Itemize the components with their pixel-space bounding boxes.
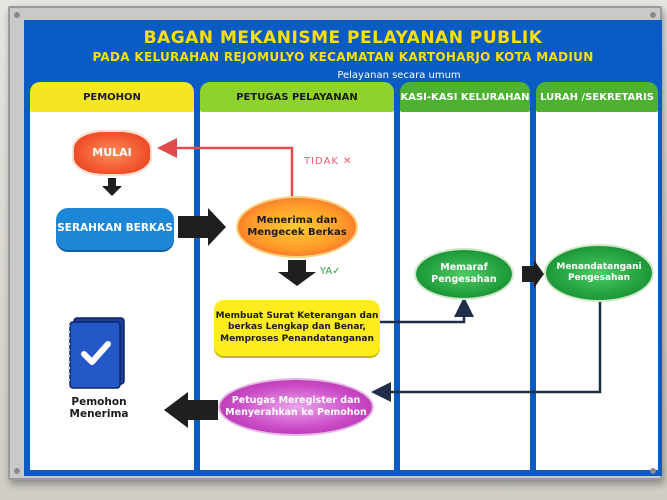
board-frame: BAGAN MEKANISME PELAYANAN PUBLIK PADA KE…: [8, 6, 662, 480]
frame-screw: [650, 12, 656, 18]
arrow-mulai-to-serahkan: [102, 178, 122, 196]
node-serahkan-berkas: SERAHKAN BERKAS: [56, 208, 174, 250]
node-menandatangani-pengesahan: Menandatangani Pengesahan: [546, 246, 652, 300]
arrow-memaraf-to-menandatangani: [522, 260, 544, 288]
arrow-serahkan-to-menerima: [178, 208, 226, 246]
arrow-membuat-to-memaraf: [380, 297, 474, 324]
column-header-pemohon: PEMOHON: [30, 82, 194, 112]
node-menerima-mengecek: Menerima dan Mengecek Berkas: [238, 198, 356, 256]
frame-screw: [14, 12, 20, 18]
node-membuat-surat: Membuat Surat Keterangan dan berkas Leng…: [214, 300, 380, 356]
node-petugas-meregister: Petugas Meregister dan Menyerahkan ke Pe…: [220, 380, 372, 434]
arrow-petugas-to-pemohon: [164, 392, 218, 428]
frame-screw: [650, 468, 656, 474]
board-subtitle-location: PADA KELURAHAN REJOMULYO KECAMATAN KARTO…: [92, 50, 594, 64]
arrow-menandatangani-to-petugas: [371, 302, 602, 402]
arrow-menerima-to-membuat: [278, 260, 316, 286]
arrow-tidak-return: [157, 138, 294, 198]
node-memaraf-pengesahan: Memaraf Pengesahan: [416, 250, 512, 298]
flowchart-board: BAGAN MEKANISME PELAYANAN PUBLIK PADA KE…: [24, 20, 662, 476]
column-header-kasi: KASI-KASI KELURAHAN: [400, 82, 530, 112]
column-header-lurah: LURAH /SEKRETARIS: [536, 82, 658, 112]
node-mulai: MULAI: [72, 130, 152, 176]
board-title: BAGAN MEKANISME PELAYANAN PUBLIK: [143, 28, 543, 48]
column-header-petugas: PETUGAS PELAYANAN: [200, 82, 394, 112]
label-ya: YA✓: [320, 266, 341, 277]
flow-connectors: [102, 138, 602, 428]
service-type-label: Pelayanan secara umum: [337, 70, 461, 81]
label-tidak: TIDAK ✕: [304, 156, 353, 167]
document-check-icon: [68, 317, 125, 389]
node-pemohon-menerima: Pemohon Menerima: [69, 396, 129, 420]
frame-screw: [14, 468, 20, 474]
